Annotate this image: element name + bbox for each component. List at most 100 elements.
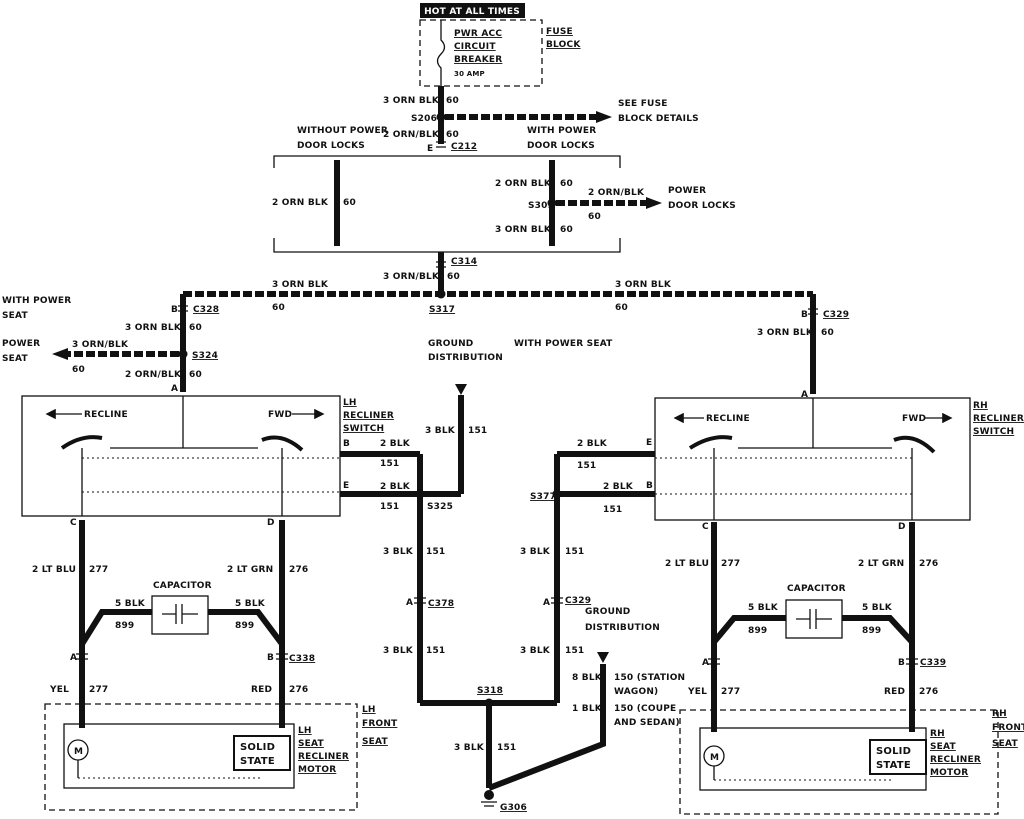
rh-lt-blu-label: 2 LT BLU <box>665 559 709 569</box>
with-locks-2: DOOR LOCKS <box>527 141 595 151</box>
rh-blk-1: 2 BLK <box>577 439 608 449</box>
c-conn-a1: A <box>406 598 413 608</box>
coupe-wire: 1 BLK <box>572 704 603 714</box>
rh-red-label: RED <box>884 687 905 697</box>
power-door-locks-1: POWER <box>668 186 706 196</box>
lh-motor-m: M <box>74 747 83 757</box>
lh-switch-label-3: SWITCH <box>343 424 384 434</box>
power-locks-wire-label: 2 ORN/BLK <box>588 188 645 198</box>
rh-pin-a2: A <box>702 658 709 668</box>
connector-c314 <box>436 261 446 268</box>
ps-wire-label: 3 ORN/BLK <box>72 340 129 350</box>
see-fuse-text-1: SEE FUSE <box>618 99 668 109</box>
rh-motor-label-1: RH <box>930 729 945 739</box>
locks-wire-a-num: 60 <box>560 179 573 189</box>
power-door-locks-2: DOOR LOCKS <box>668 201 736 211</box>
lh-pin-c: C <box>70 518 77 528</box>
g306-label: G306 <box>500 803 527 813</box>
rh-solid-state <box>869 739 927 775</box>
hot-at-all-times-label: HOT AT ALL TIMES <box>424 7 520 17</box>
rh-capacitor-label: CAPACITOR <box>787 584 846 594</box>
rh-recline-label: RECLINE <box>706 414 750 424</box>
with-locks-1: WITH POWER <box>527 126 596 136</box>
lh-pin-e: E <box>343 481 349 491</box>
trunk-wire-top-label: 3 ORN BLK <box>383 96 440 106</box>
rh-front-seat-outline <box>679 709 999 815</box>
rh-switch-label-1: RH <box>973 401 988 411</box>
lh-cap-r-num: 899 <box>235 621 254 631</box>
rh-fwd-label: FWD <box>902 414 926 424</box>
rh-pin-b2: B <box>898 658 905 668</box>
rh-lt-grn-label: 2 LT GRN <box>858 559 904 569</box>
c338-label: C338 <box>289 654 315 664</box>
lh-lt-blu-label: 2 LT BLU <box>32 565 76 575</box>
lh-capacitor-wire <box>79 609 285 646</box>
connector-c338 <box>76 653 288 660</box>
c-conn-a2: A <box>543 598 550 608</box>
lh-wire-b: 2 ORN/BLK <box>125 370 182 380</box>
fuse-block-box <box>419 19 543 87</box>
rh-seat-label-3: SEAT <box>992 739 1018 749</box>
rh-seat-label-1: RH <box>992 709 1007 719</box>
lh-blk-1-num: 151 <box>380 459 399 469</box>
c-wire-f-num: 151 <box>497 743 516 753</box>
bus-right-label: 3 ORN BLK <box>615 280 672 290</box>
circuit-breaker-symbol <box>436 20 446 86</box>
splice-s324 <box>178 349 188 359</box>
lh-fwd-label: FWD <box>268 410 292 420</box>
ground-dist-2: DISTRIBUTION <box>428 353 503 363</box>
option-bracket <box>273 155 621 253</box>
coupe-text-2: AND SEDAN) <box>614 718 680 728</box>
lh-lt-blu-num: 277 <box>89 565 108 575</box>
c328-label: C328 <box>193 305 219 315</box>
c-wire-d-num: 151 <box>565 547 584 557</box>
ground-dist2-2: DISTRIBUTION <box>585 623 660 633</box>
lh-yel-num: 277 <box>89 685 108 695</box>
rh-blk-2: 2 BLK <box>603 482 634 492</box>
s318-label: S318 <box>477 686 503 696</box>
rh-pin-d: D <box>898 522 906 532</box>
c-wire-a-num: 151 <box>468 426 487 436</box>
lh-seat-label-1: LH <box>362 705 376 715</box>
locks-wire-b-num: 60 <box>560 225 573 235</box>
rh-conn-b: B <box>801 310 808 320</box>
trunk-wire-2-num: 60 <box>446 130 459 140</box>
rh-conn-a: A <box>801 390 808 400</box>
s377-label: S377 <box>530 492 556 502</box>
coupe-text-1: 150 (COUPE <box>614 704 676 714</box>
c-wire-c-num: 151 <box>426 646 445 656</box>
rh-motor-label-4: MOTOR <box>930 768 968 778</box>
rh-switch-label-2: RECLINER <box>973 414 1024 424</box>
rh-lt-blu-num: 277 <box>721 559 740 569</box>
connector-c328 <box>178 305 188 312</box>
hot-at-all-times-banner <box>420 3 525 18</box>
rh-red-num: 276 <box>919 687 938 697</box>
lh-solid-1: SOLID <box>240 742 275 753</box>
rh-cap-l-wire: 5 BLK <box>748 603 779 613</box>
lh-blk-1: 2 BLK <box>380 439 411 449</box>
lh-capacitor-plates <box>162 604 198 624</box>
lh-pin-b: B <box>343 439 350 449</box>
lh-conn-b: B <box>171 305 178 315</box>
lh-red-label: RED <box>251 685 272 695</box>
breaker-label-2: CIRCUIT <box>454 42 496 52</box>
rh-switch-label-3: SWITCH <box>973 427 1014 437</box>
splice-s317 <box>436 289 446 299</box>
lh-capacitor-label: CAPACITOR <box>153 581 212 591</box>
rh-solid-2: STATE <box>876 760 911 771</box>
wagon-text-2: WAGON) <box>614 687 658 697</box>
no-locks-wire: 2 ORN BLK <box>272 198 329 208</box>
lh-recline-contact <box>60 435 103 450</box>
s325-label: S325 <box>427 502 453 512</box>
power-seat-1: POWER <box>2 339 40 349</box>
rh-capacitor-wire <box>711 615 915 645</box>
power-locks-arrow <box>646 197 662 209</box>
ground-dist-1: GROUND <box>428 339 473 349</box>
rh-motor-m: M <box>710 753 719 763</box>
c329-label: C329 <box>823 310 849 320</box>
breaker-amp: 30 AMP <box>454 70 485 78</box>
lh-with-power-seat-2: SEAT <box>2 311 28 321</box>
power-seat-arrow <box>52 348 68 360</box>
c314-wire: 3 ORN/BLK <box>383 272 440 282</box>
rh-yel-label: YEL <box>687 687 707 697</box>
